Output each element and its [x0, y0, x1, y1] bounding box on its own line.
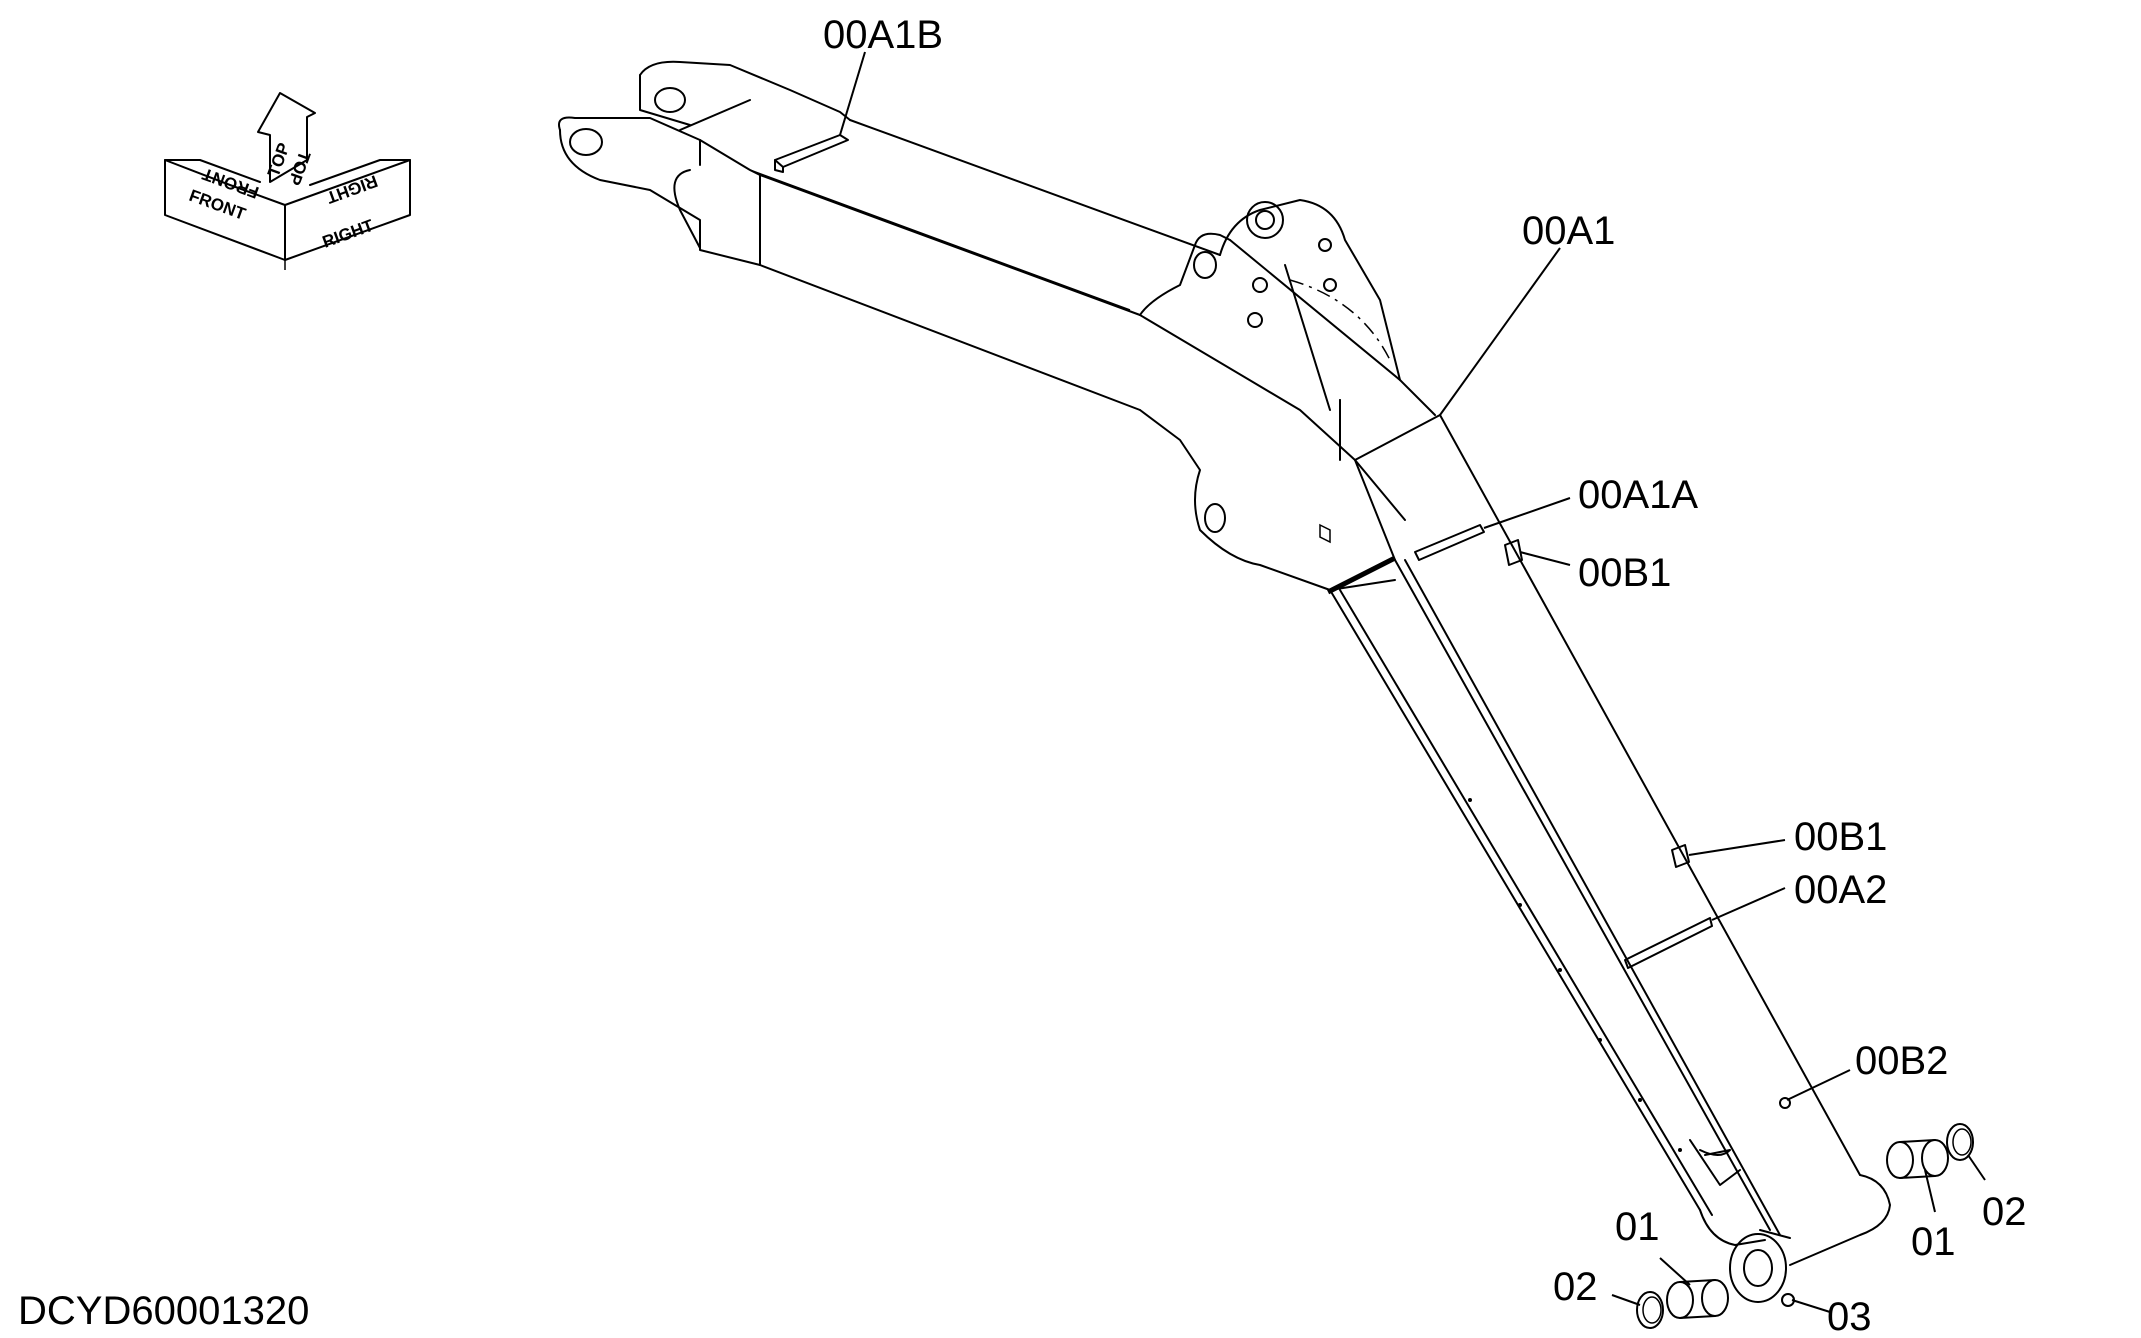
- bushing-01-left: [1666, 1279, 1729, 1319]
- document-id: DCYD60001320: [18, 1289, 309, 1333]
- pad-00B1-lower: [1671, 844, 1690, 868]
- callout-02-left: 02: [1553, 1265, 1598, 1309]
- callout-00A2: 00A2: [1794, 868, 1887, 912]
- callout-03: 03: [1827, 1295, 1872, 1338]
- callout-00A1A: 00A1A: [1578, 473, 1698, 517]
- callout-01-right: 01: [1911, 1220, 1956, 1264]
- orientation-indicator: FRONT FRONT TOP TOP RIGHT RIGHT: [164, 92, 411, 270]
- callout-02-right: 02: [1982, 1190, 2027, 1234]
- callout-01-left: 01: [1615, 1205, 1660, 1249]
- callout-00B2: 00B2: [1855, 1039, 1948, 1083]
- callout-00A1B: 00A1B: [823, 13, 943, 57]
- boom-assembly: [558, 60, 1891, 1303]
- bushing-01-right: [1886, 1139, 1949, 1179]
- plate-00A1A: [1414, 524, 1485, 561]
- ring-02-left: [1636, 1291, 1664, 1329]
- callouts: 00A1B 00A1 00A1A 00B1 00B1 00A2 00B2 01 …: [823, 13, 2027, 1338]
- pad-00B1-upper: [1504, 539, 1523, 566]
- grease-nipple-00B2: [1779, 1097, 1791, 1109]
- right-label: RIGHT: [320, 216, 377, 252]
- ring-02-right: [1946, 1123, 1974, 1161]
- weld-dots: [1468, 798, 1682, 1152]
- leader-lines: [839, 51, 1986, 1313]
- callout-00B1-upper: 00B1: [1578, 551, 1671, 595]
- callout-00B1-lower: 00B1: [1794, 815, 1887, 859]
- callout-00A1: 00A1: [1522, 209, 1615, 253]
- plate-00A2: [1624, 917, 1713, 969]
